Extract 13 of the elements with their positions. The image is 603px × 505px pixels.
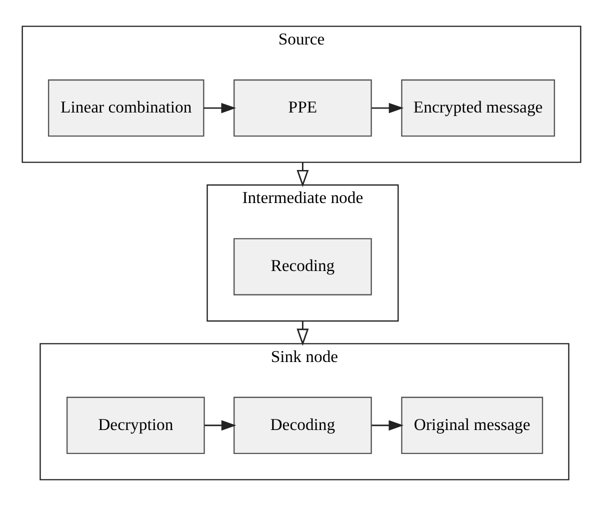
arrow — [372, 102, 404, 113]
node-box: Original message — [401, 396, 544, 454]
arrow — [204, 420, 236, 430]
arrow — [204, 102, 236, 113]
arrow — [296, 162, 309, 187]
node-box: Decoding — [234, 396, 372, 454]
node-box: Recoding — [234, 238, 372, 295]
node-box: Decryption — [66, 396, 205, 454]
node-box: PPE — [234, 78, 372, 136]
arrow — [296, 320, 309, 346]
node-box: Encrypted message — [401, 78, 556, 136]
node-box: Linear combination — [48, 78, 204, 136]
arrow — [372, 420, 404, 430]
